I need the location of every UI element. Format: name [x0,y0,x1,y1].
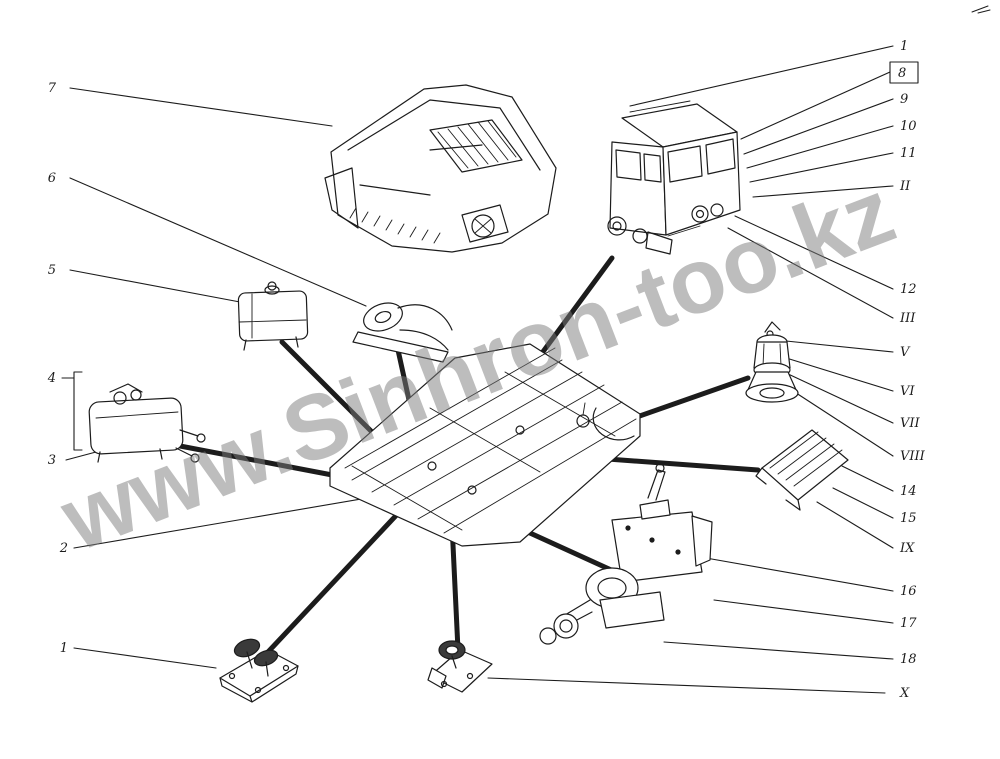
callout-right-14: 14 [900,484,917,499]
callout-right-vii: VII [900,416,921,431]
corner-mark [971,5,991,14]
bracket-item-4 [73,371,83,451]
cab-assembly [607,100,741,255]
right-leader-lines [487,45,919,694]
callout-right-1: 1 [900,39,908,54]
left-leader-lines [61,87,415,669]
expansion-tank [237,281,309,351]
hose-pump-assembly [352,302,453,363]
callout-left-1: 1 [60,641,68,656]
chassis-frame [329,343,641,547]
frame-rails [344,347,637,534]
callout-right-v: V [900,345,911,360]
callout-right-16: 16 [900,584,917,599]
callout-left-3: 3 [48,453,56,468]
cover-panel [755,429,849,511]
callout-left-7: 7 [48,81,57,96]
callout-left-4: 4 [47,371,56,386]
callout-left-6: 6 [48,171,56,186]
roof-edge-hatch [349,207,441,244]
callout-right-10: 10 [900,119,917,134]
callout-right-11: 11 [900,146,917,161]
callout-right-iii: III [899,311,916,326]
callout-right-vi: VI [900,384,915,399]
callout-right-8: 8 [898,66,906,81]
callout-right-17: 17 [900,616,917,631]
engine-gearbox [539,463,713,645]
callout-right-15: 15 [900,511,917,526]
heater-unit [88,383,206,463]
callout-left-5: 5 [48,263,56,278]
callout-right-x: X [899,686,910,701]
callout-labels: 7 6 5 4 3 2 1 1 8 9 10 11 II 12 III V VI… [47,39,926,701]
callout-right-viii: VIII [900,449,926,464]
valve-assembly [745,321,799,403]
cab-roof-assembly [324,84,557,253]
callout-right-ii: II [899,179,911,194]
callout-left-2: 2 [59,541,68,556]
callout-right-9: 9 [900,92,908,107]
callout-right-18: 18 [900,652,917,667]
callout-right-ix: IX [899,541,915,556]
panel-hatch [769,431,843,487]
pedal-unit-right [427,640,493,693]
callout-right-12: 12 [900,282,917,297]
roof-grille-hatch [437,120,517,169]
pedal-unit-left [219,638,299,703]
